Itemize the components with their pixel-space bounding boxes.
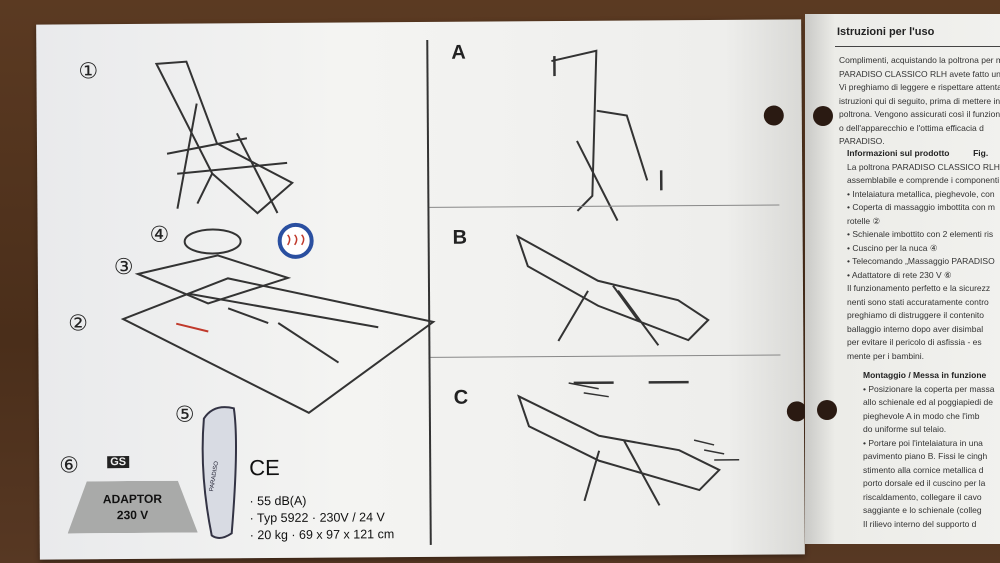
heat-icon (277, 222, 314, 259)
text-line: poltrona. Vengono assicurati così il fun… (839, 109, 1000, 119)
section-title: Informazioni sul prodotto (847, 148, 950, 158)
text-line: o dell'apparecchio e l'ottima efficacia … (839, 122, 984, 133)
text-line: allo schienale ed al poggiapiedi de (863, 397, 993, 407)
massage-pad-drawing (120, 228, 436, 414)
spec-list: · 55 dB(A) · Typ 5922 · 230V / 24 V · 20… (249, 492, 394, 544)
chair-panel-a (551, 49, 663, 222)
panel-label-b: B (452, 226, 468, 249)
text-line: Il rilievo interno del supporto d (863, 518, 977, 529)
intro-paragraph: Complimenti, acquistando la poltrona per… (839, 54, 1000, 149)
panel-label-c: C (453, 386, 469, 409)
text-line: pavimento piano B. Fissi le cingh (863, 451, 988, 461)
assembly-illustrations (120, 49, 740, 539)
text-line: pieghevole A in modo che l'imb (863, 410, 980, 421)
text-line: stimento alla cornice metallica d (863, 464, 984, 475)
panel-label-a: A (451, 41, 466, 64)
text-line: • Posizionare la coperta per massa (863, 383, 995, 394)
text-line: • Schienale imbottito con 2 elementi ris (847, 229, 994, 239)
manual-left-page: ① ② ③ ④ ⑤ ⑥ (36, 19, 807, 560)
manual-right-page: Istruzioni per l'uso Complimenti, acquis… (805, 14, 1000, 544)
adaptor-label: ADAPTOR 230 V (67, 481, 197, 534)
binder-hole (813, 106, 833, 126)
adaptor-text: ADAPTOR (102, 491, 163, 507)
text-line: rotelle ② (847, 215, 881, 226)
text-line: PARADISO. (839, 136, 885, 146)
spec-weight-dims: · 20 kg · 69 x 97 x 121 cm (249, 527, 395, 543)
folding-chair-drawing (154, 60, 295, 215)
text-line: Vi preghiamo di leggere e rispettare att… (839, 82, 1000, 92)
text-line: • Cuscino per la nuca ④ (847, 242, 938, 253)
spec-noise: · 55 dB(A) (249, 493, 307, 509)
text-line: • Portare poi l'intelaiatura in una (863, 437, 983, 448)
spec-type: · Typ 5922 · 230V / 24 V (249, 510, 385, 526)
ce-mark: CE (249, 454, 280, 481)
title-rule (835, 46, 1000, 47)
text-line: saggiante e lo schienale (colleg (863, 505, 982, 515)
chair-panel-b (515, 234, 710, 385)
text-line: nenti sono stati accuratamente contro (847, 296, 989, 307)
text-line: Complimenti, acquistando la poltrona per… (839, 55, 1000, 65)
binder-hole (817, 400, 837, 420)
text-line: ballaggio interno dopo aver disimbal (847, 323, 984, 334)
binder-hole (786, 401, 807, 422)
chair-panel-c (517, 382, 740, 506)
text-line: preghiamo di distruggere il contenito (847, 310, 985, 320)
section-title: Montaggio / Messa in funzione (863, 370, 987, 380)
adaptor-voltage: 230 V (116, 507, 149, 523)
text-line: do uniforme sul telaio. (863, 424, 947, 434)
page-title: Istruzioni per l'uso (837, 26, 935, 38)
text-line: Il funzionamento perfetto e la sicurezz (847, 283, 991, 293)
text-line: riscaldamento, collegare il cavo (863, 491, 982, 502)
remote-control-drawing (201, 406, 238, 539)
text-line: • Telecomando „Massaggio PARADISO (847, 256, 995, 266)
text-line: PARADISO CLASSICO RLH avete fatto un ott… (839, 68, 1000, 79)
text-line: mente per i bambini. (847, 350, 925, 361)
fig-ref: Fig. (973, 148, 989, 158)
text-line: porto dorsale ed il cuscino per la (863, 478, 986, 488)
text-line: • Intelaiatura metallica, pieghevole, co… (847, 188, 995, 199)
text-line: per evitare il pericolo di asfissia - es (847, 337, 982, 347)
text-line: assemblabile e comprende i componenti (847, 175, 1000, 185)
text-line: istruzioni qui di seguito, prima di mett… (839, 95, 1000, 106)
text-line: La poltrona PARADISO CLASSICO RLH è fa (847, 161, 1000, 172)
section-assembly: Montaggio / Messa in funzione • Posizion… (863, 369, 1000, 531)
text-line: • Adattatore di rete 230 V ⑥ (847, 269, 952, 280)
gs-cert-logo: GS (107, 456, 130, 469)
binder-hole (763, 105, 784, 126)
text-line: • Coperta di massaggio imbottita con m (847, 202, 996, 212)
section-product-info: Informazioni sul prodotto Fig. La poltro… (847, 147, 1000, 363)
